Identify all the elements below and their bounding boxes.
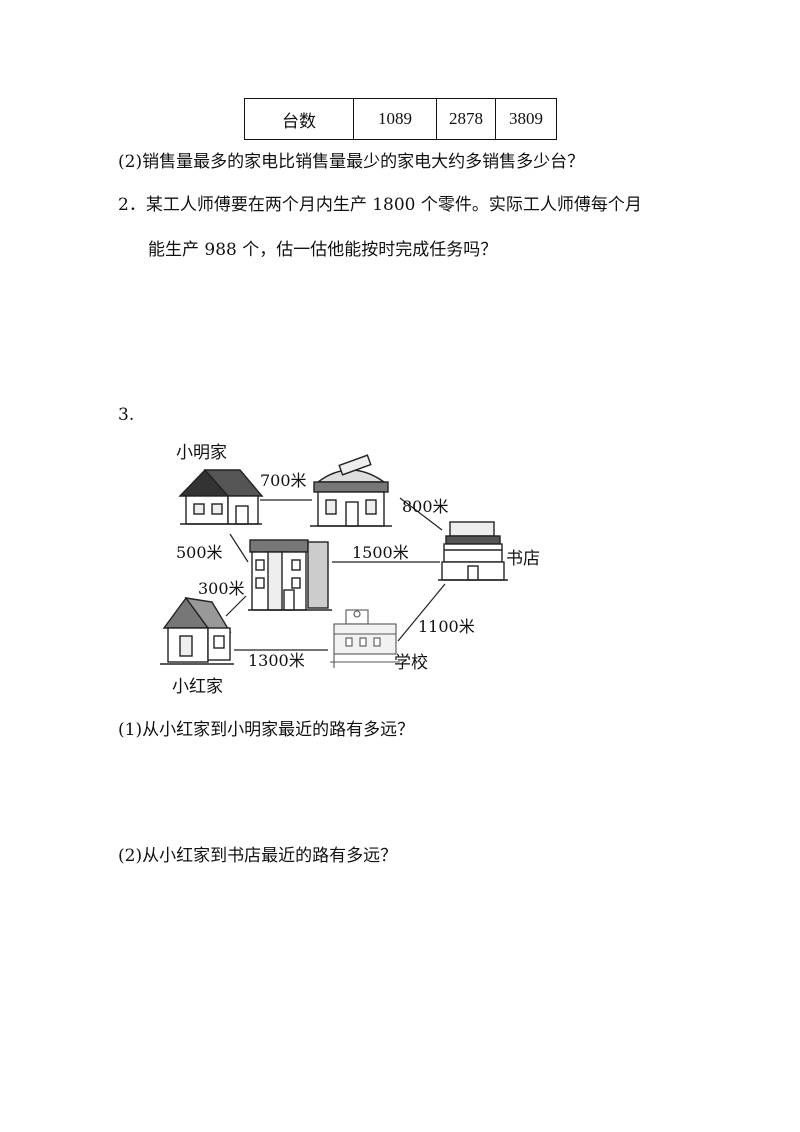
road-xiaoming-middle — [229, 533, 249, 563]
top-building-icon — [310, 454, 392, 527]
question-2-line-1: 2．某工人师傅要在两个月内生产 1800 个零件。实际工人师傅每个月 — [118, 195, 642, 215]
table-cell: 1089 — [353, 98, 437, 140]
distance-middle-to-bookstore: 1500米 — [352, 543, 409, 562]
question-2-line-2: 能生产 988 个，估一估他能按时完成任务吗？ — [148, 240, 498, 260]
road-bookstore-school — [397, 583, 446, 642]
distance-middle-to-xiaohong: 300米 — [198, 579, 245, 598]
question-3-number: 3. — [118, 405, 135, 425]
question-3-part-2: (2)从小红家到书店最近的路有多远？ — [118, 846, 398, 866]
sales-table: 台数 1089 2878 3809 — [244, 98, 557, 140]
label-xiaohong-home: 小红家 — [172, 677, 223, 697]
question-1-part-2: (2)销售量最多的家电比销售量最少的家电大约多销售多少台？ — [118, 152, 585, 172]
roads — [225, 497, 446, 651]
middle-building-icon — [248, 539, 332, 611]
distance-xiaoming-to-top: 700米 — [260, 471, 307, 490]
table-row: 台数 1089 2878 3809 — [244, 98, 557, 140]
label-bookstore: 书店 — [506, 549, 540, 569]
route-map: 小明家 700米 800米 500米 1500米 书店 300米 1100米 1… — [160, 443, 540, 697]
distance-top-to-bookstore: 800米 — [402, 497, 449, 516]
label-xiaoming-home: 小明家 — [176, 443, 227, 463]
table-cell: 3809 — [495, 98, 557, 140]
xiaoming-house-icon — [178, 468, 264, 525]
road-middle-xiaohong — [225, 595, 247, 617]
bookstore-icon — [438, 521, 508, 581]
question-3-part-1: (1)从小红家到小明家最近的路有多远？ — [118, 720, 415, 740]
road-top-bookstore — [399, 497, 443, 531]
label-school: 学校 — [394, 653, 428, 673]
distance-bookstore-to-school: 1100米 — [418, 617, 475, 636]
school-icon — [330, 609, 400, 668]
distance-xiaoming-to-middle: 500米 — [176, 543, 223, 562]
xiaohong-house-icon — [160, 596, 234, 665]
distance-xiaohong-to-school: 1300米 — [248, 651, 305, 670]
table-header-cell: 台数 — [244, 98, 354, 140]
table-cell: 2878 — [436, 98, 496, 140]
